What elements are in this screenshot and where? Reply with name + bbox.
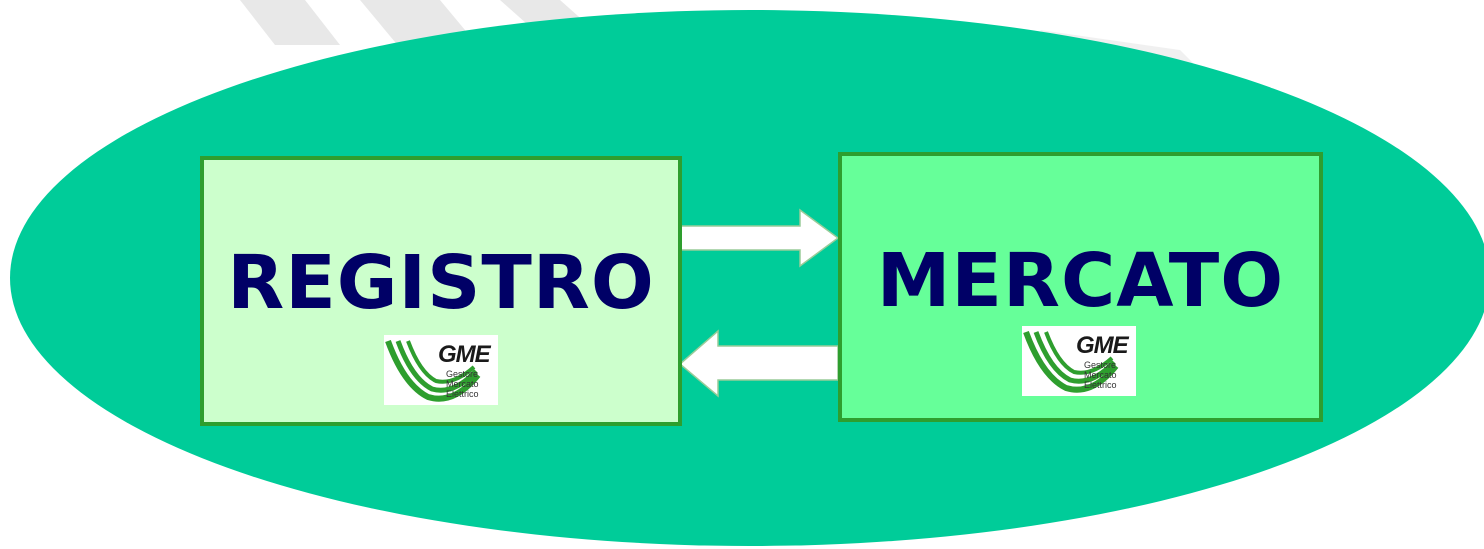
gme-logo-line: Gestore	[1084, 360, 1117, 370]
gme-logo: GME Gestore Mercato Elettrico	[1022, 326, 1136, 396]
arrow-mercato-to-registro	[678, 329, 839, 398]
gme-logo-line: Elettrico	[446, 389, 479, 399]
gme-logo-line: Elettrico	[1084, 380, 1117, 390]
gme-logo-mark-icon	[1023, 330, 1119, 393]
mercato-box: MERCATO GME Gestore Mercato Elettrico	[838, 152, 1323, 422]
gme-logo-line: Mercato	[446, 379, 479, 389]
registro-title: REGISTRO	[227, 240, 655, 326]
gme-logo: GME Gestore Mercato Elettrico	[384, 335, 498, 405]
gme-logo-abbr: GME	[438, 341, 491, 368]
gme-logo-line: Mercato	[1084, 370, 1117, 380]
mercato-title: MERCATO	[876, 238, 1285, 324]
gme-logo-abbr: GME	[1076, 332, 1129, 359]
arrow-registro-to-mercato	[679, 208, 840, 268]
gme-logo-line: Gestore	[446, 369, 479, 379]
registro-box: REGISTRO GME Gestore Mercato Elettrico	[200, 156, 682, 426]
gme-logo-mark-icon	[385, 339, 481, 402]
